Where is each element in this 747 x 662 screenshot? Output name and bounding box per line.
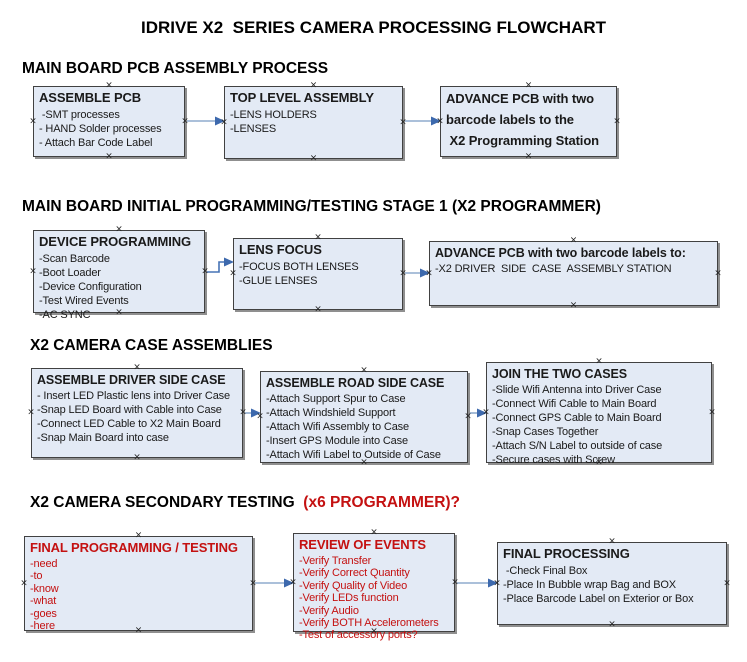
box-item: - HAND Solder processes [39, 122, 162, 135]
box-title: JOIN THE TWO CASES [492, 367, 628, 381]
box-item: -know [30, 582, 59, 595]
connector-final-programming-to-review[interactable] [254, 578, 294, 588]
box-item: -Verify Quality of Video [299, 579, 408, 592]
box-item: -LENSES [230, 122, 277, 135]
box-title: ADVANCE PCB with two barcode labels to: [435, 246, 686, 260]
box-item: -Connect LED Cable to X2 Main Board [37, 418, 221, 431]
box-item: -Place In Bubble wrap Bag and BOX [503, 578, 676, 591]
box-item: -Verify Audio [299, 604, 359, 617]
box-item: -Boot Loader [39, 266, 101, 279]
box-item: -GLUE LENSES [239, 274, 318, 287]
section-heading-case-assemblies: X2 CAMERA CASE ASSEMBLIES [30, 337, 273, 354]
heading-red-part: (x6 PROGRAMMER)? [294, 494, 461, 511]
box-item: -goes [30, 607, 57, 620]
box-item: -LENS HOLDERS [230, 108, 317, 121]
box-title: ASSEMBLE DRIVER SIDE CASE [37, 373, 226, 387]
box-item: -here [30, 620, 55, 633]
box-item: -Attach Wifi Assembly to Case [266, 421, 409, 434]
box-item: -AC SYNC [39, 308, 91, 321]
box-item: -Attach Wifi Label to Outside of Case [266, 449, 441, 462]
box-item: - Attach Bar Code Label [39, 136, 153, 149]
connector-device-programming-to-lens-focus[interactable] [206, 257, 234, 273]
flow-box-device-programming[interactable]: DEVICE PROGRAMMING -Scan Barcode -Boot L… [29, 225, 209, 321]
box-item: -X2 DRIVER SIDE CASE ASSEMBLY STATION [435, 263, 672, 276]
box-item: -Verify BOTH Accelerometers [299, 617, 439, 630]
page-title: IDRIVE X2 SERIES CAMERA PROCESSING FLOWC… [140, 18, 607, 37]
connector-lens-focus-to-advance-pcb[interactable] [404, 268, 430, 278]
box-item: - Insert LED Plastic lens into Driver Ca… [37, 390, 230, 403]
connector-road-case-to-join-cases[interactable] [469, 408, 487, 418]
section-heading-secondary-testing: X2 CAMERA SECONDARY TESTING (x6 PROGRAMM… [30, 494, 460, 512]
flow-box-join-the-two-cases[interactable]: JOIN THE TWO CASES -Slide Wifi Antenna i… [482, 357, 716, 467]
box-title: ASSEMBLE ROAD SIDE CASE [266, 376, 445, 390]
flow-box-lens-focus[interactable]: LENS FOCUS -FOCUS BOTH LENSES -GLUE LENS… [229, 233, 407, 314]
box-title: ASSEMBLE PCB [39, 90, 142, 105]
flow-box-review-of-events[interactable]: REVIEW OF EVENTS -Verify Transfer -Verif… [289, 528, 459, 641]
box-item: -Check Final Box [503, 564, 588, 577]
section-heading-initial-programming: MAIN BOARD INITIAL PROGRAMMING/TESTING S… [22, 198, 601, 215]
flow-box-final-processing[interactable]: FINAL PROCESSING -Check Final Box -Place… [493, 537, 731, 629]
box-item: -FOCUS BOTH LENSES [239, 260, 359, 273]
flow-box-top-level-assembly[interactable]: TOP LEVEL ASSEMBLY -LENS HOLDERS -LENSES… [220, 81, 407, 163]
box-item: -Secure cases with Screw [492, 454, 615, 467]
box-item: -Scan Barcode [39, 252, 110, 265]
box-item: -Connect GPS Cable to Main Board [492, 412, 662, 425]
box-item: -Place Barcode Label on Exterior or Box [503, 592, 694, 605]
box-title: DEVICE PROGRAMMING [39, 234, 192, 249]
connector-top-level-to-advance-pcb[interactable] [404, 116, 441, 126]
connector-assemble-pcb-to-top-level[interactable] [187, 116, 225, 126]
flow-box-assemble-driver-side-case[interactable]: ASSEMBLE DRIVER SIDE CASE - Insert LED P… [27, 363, 247, 462]
box-item: -Attach Windshield Support [266, 407, 396, 420]
box-item: -Attach Support Spur to Case [266, 393, 406, 406]
box-item: -Connect Wifi Cable to Main Board [492, 398, 657, 411]
flow-box-assemble-pcb[interactable]: ASSEMBLE PCB -SMT processes - HAND Solde… [29, 81, 189, 161]
box-item: -what [30, 595, 57, 608]
box-title: FINAL PROGRAMMING / TESTING [30, 540, 238, 555]
box-item: -Snap Cases Together [492, 426, 599, 439]
flow-box-advance-pcb-programming-station[interactable]: ADVANCE PCB with two barcode labels to t… [436, 81, 621, 161]
box-title: TOP LEVEL ASSEMBLY [230, 90, 374, 105]
box-title: REVIEW OF EVENTS [299, 537, 426, 552]
flow-box-assemble-road-side-case[interactable]: ASSEMBLE ROAD SIDE CASE -Attach Support … [256, 366, 472, 467]
box-item: -Insert GPS Module into Case [266, 435, 408, 448]
connector-driver-case-to-road-case[interactable] [244, 408, 261, 418]
box-item: -need [30, 557, 58, 570]
box-item-overflow: -Test of accessory ports? [299, 628, 418, 641]
flow-box-advance-pcb-driver-side[interactable]: ADVANCE PCB with two barcode labels to: … [425, 236, 722, 310]
box-item: -Verify Transfer [299, 554, 372, 567]
flow-box-final-programming-testing[interactable]: FINAL PROGRAMMING / TESTING -need -to -k… [20, 531, 257, 635]
box-title: ADVANCE PCB with two barcode labels to t… [446, 91, 600, 148]
box-item: -Slide Wifi Antenna into Driver Case [492, 384, 662, 397]
box-item: -Device Configuration [39, 280, 142, 293]
box-item: -Test Wired Events [39, 294, 129, 307]
section-heading-pcb-assembly: MAIN BOARD PCB ASSEMBLY PROCESS [22, 60, 329, 77]
box-item: -Verify Correct Quantity [299, 567, 410, 580]
box-title: LENS FOCUS [239, 242, 322, 257]
box-title: FINAL PROCESSING [503, 546, 630, 561]
box-item: -to [30, 570, 43, 583]
box-item: -Snap Main Board into case [37, 432, 169, 445]
box-item: -Snap LED Board with Cable into Case [37, 404, 222, 417]
connector-review-to-final-processing[interactable] [456, 578, 498, 588]
box-item: -Attach S/N Label to outside of case [492, 440, 663, 453]
heading-black-part: X2 CAMERA SECONDARY TESTING [30, 494, 295, 511]
box-item: -Verify LEDs function [299, 592, 399, 605]
box-item: -SMT processes [39, 108, 120, 121]
